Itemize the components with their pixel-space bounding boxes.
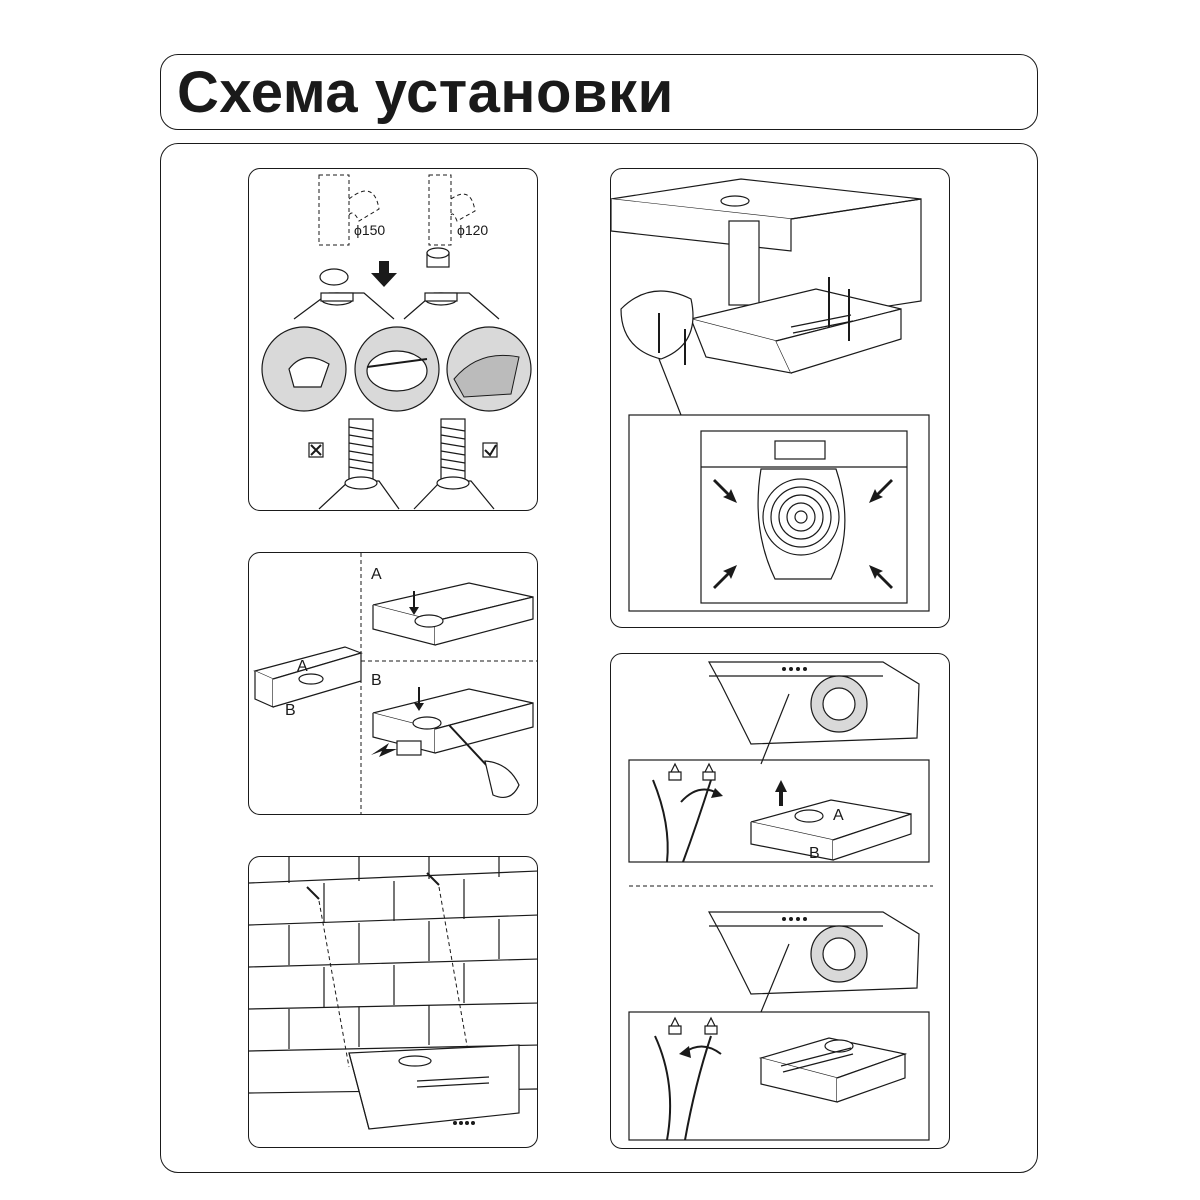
panel-filter-operation: A B (610, 653, 950, 1149)
panel-wall-mounting (248, 856, 538, 1148)
wall-mounting-illustration (249, 857, 537, 1130)
panel-outlet-options: A B A B (248, 552, 538, 815)
title-box: Схема установки (160, 54, 1038, 130)
outlet-options-illustration: A B A B (253, 553, 537, 814)
panel-cabinet-mounting (610, 168, 950, 628)
filter-operation-illustration: A B (628, 661, 933, 1141)
cabinet-mounting-illustration (611, 178, 930, 612)
check-icon (484, 444, 497, 457)
label-a-top: A (371, 566, 382, 583)
label-b-left: B (285, 702, 296, 719)
label-b: B (809, 845, 820, 862)
house-icon (668, 762, 682, 781)
label-b-top: B (371, 672, 382, 689)
arrow-left-icon (371, 743, 397, 757)
label-a-left: A (297, 658, 308, 675)
label-a: A (833, 807, 844, 824)
arrow-icon (869, 565, 893, 589)
page-title: Схема установки (177, 60, 674, 125)
diam-150-label: ϕ150 (354, 222, 385, 238)
arrow-icon (713, 479, 737, 503)
arrow-down-icon (371, 261, 397, 287)
panel-duct-connection: ϕ150 ϕ120 (248, 168, 538, 511)
arrow-icon (713, 565, 737, 589)
cross-icon (310, 444, 322, 456)
arrow-icon (869, 479, 893, 503)
house-icon (702, 762, 716, 781)
house-icon (668, 1016, 682, 1035)
house-icon (704, 1016, 718, 1035)
diagram-frame (160, 143, 1038, 1173)
arrow-up-icon (775, 780, 787, 806)
duct-connection-illustration: ϕ150 ϕ120 (261, 174, 532, 510)
diam-120-label: ϕ120 (457, 222, 488, 238)
